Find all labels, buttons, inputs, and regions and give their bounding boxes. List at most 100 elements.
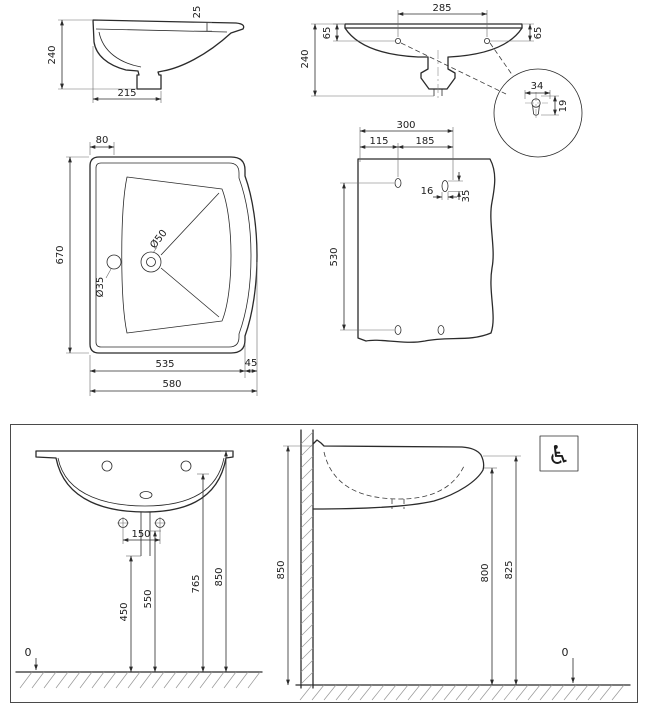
front-dim-height: 240 [300,23,434,97]
tap-label-leader [105,268,112,279]
side-view-basin-outline [92,19,245,90]
deck-hole-right [180,460,192,472]
wall-section-lines [300,429,314,689]
dim-label-tap-offset: 80 [96,135,109,146]
waste-pipe [140,512,151,556]
dim-label-825: 825 [504,560,515,579]
accessibility-badge-frame [539,435,579,472]
mounting-hole-right [483,38,490,45]
dim-height-765: 765 [191,473,209,673]
plan-dim-width: 670 [55,156,89,354]
detail-leader-line-b [489,42,514,77]
detail-leader-line-a [400,42,507,95]
side-view: 25 240 215 [47,6,245,103]
drain-label-leader [152,246,158,254]
side-dim-rim-thickness: 25 [192,6,212,32]
plan-dim-bottom: 535 45 580 [89,262,258,396]
front-dim-hole-spacing: 285 [397,3,488,37]
dim-label-template-left: 115 [369,136,388,147]
plan-outer-outline [89,156,258,354]
side-dim-height: 240 [47,19,136,90]
install-front-basin-outline [35,450,234,513]
template-dim-slot: 16 35 [421,172,472,202]
template-dim-height: 530 [329,182,394,331]
dim-height-825: 825 [483,455,521,686]
tap-hole [106,254,122,270]
installation-panel: 150 450 550 765 850 [10,424,638,703]
drain-hole [140,251,162,273]
dim-height-450: 450 [119,555,141,673]
dim-height-850-side: 850 [276,445,313,686]
dim-height-800: 800 [480,467,497,686]
template-hole-bottom-right [437,325,445,335]
front-dim-right-drop: 65 [490,23,544,42]
dim-label-template-height: 530 [329,247,340,266]
dim-label-front-lip: 45 [245,358,258,369]
bolt-symbol-left [117,517,129,529]
wall-hatch [300,431,314,685]
template-outline [357,158,496,343]
detail-centerlines [525,92,548,121]
dim-label-765: 765 [191,574,202,593]
side-view-rim-inner-line [95,28,228,33]
dim-label-800: 800 [480,563,491,582]
installation-panel-border [10,424,638,703]
dim-height-850-front: 850 [214,450,233,673]
dim-label-850-front: 850 [214,567,225,586]
plan-bowl-outline [121,176,232,334]
front-view-drain-tails [433,89,443,96]
dim-label-right-drop: 65 [533,27,544,40]
dim-label-front-height: 240 [300,49,311,68]
dim-label-left-drop: 65 [322,27,333,40]
dim-label-450: 450 [119,602,130,621]
accessibility-badge: ♿ [539,435,579,472]
template-hole-top-left [394,178,402,188]
dim-label-detail-height: 19 [558,100,569,113]
front-view: 285 65 65 240 [300,3,544,101]
dim-label-total-depth: 580 [162,379,181,390]
floor-hatch-left [19,671,261,689]
drilling-template-view: 300 115 185 16 35 530 [329,120,496,343]
dim-label-850-side: 850 [276,560,287,579]
install-side-basin-profile [312,439,485,510]
dim-label-550: 550 [143,589,154,608]
side-dim-drain-offset: 215 [92,46,162,103]
dim-label-hole-spacing: 285 [432,3,451,14]
dim-label-template-right: 185 [415,136,434,147]
floor-zero-label-right: 0 [562,646,569,659]
install-side-bowl-hidden-line [323,451,465,500]
front-dim-left-drop: 65 [322,23,395,42]
detail-circle [493,68,583,158]
dim-label-plan-width: 670 [55,245,66,264]
plan-view: Ø50 Ø35 80 670 535 45 580 [55,135,258,396]
side-view-bowl-line [98,31,142,68]
plan-dim-tap-offset: 80 [89,135,115,155]
front-view-rim [344,23,523,29]
drain-diameter-label: Ø50 [148,227,170,251]
template-dim-top: 300 115 185 [359,120,454,180]
floor-hatch-right [299,684,625,701]
dim-label-detail-width: 34 [531,81,544,92]
floor-zero-label-left: 0 [25,646,32,659]
mounting-hole-left [394,38,401,45]
detail-dim-height: 19 [541,95,569,116]
zero-level-right: 0 [562,646,575,684]
template-hole-bottom-left [394,325,402,335]
template-slot-top-right [441,180,449,192]
install-side-drain-hidden-lines [391,499,405,509]
dim-label-slot-width: 16 [421,186,434,197]
plan-bowl-slope-lines [160,192,220,318]
dim-label-template-total: 300 [396,120,415,131]
tap-diameter-label: Ø35 [94,277,106,298]
installation-side-view: 850 800 825 0 [276,429,631,701]
install-front-bowl-line [57,457,225,507]
hole-detail-view: 34 19 [493,68,583,158]
wheelchair-icon: ♿ [547,441,570,471]
detail-dim-width: 34 [524,81,551,99]
dim-label-bolt-spacing: 150 [131,529,150,540]
dim-height-550: 550 [143,530,161,673]
zero-level-left: 0 [25,646,38,671]
dim-label-rim-thickness: 25 [192,6,203,19]
